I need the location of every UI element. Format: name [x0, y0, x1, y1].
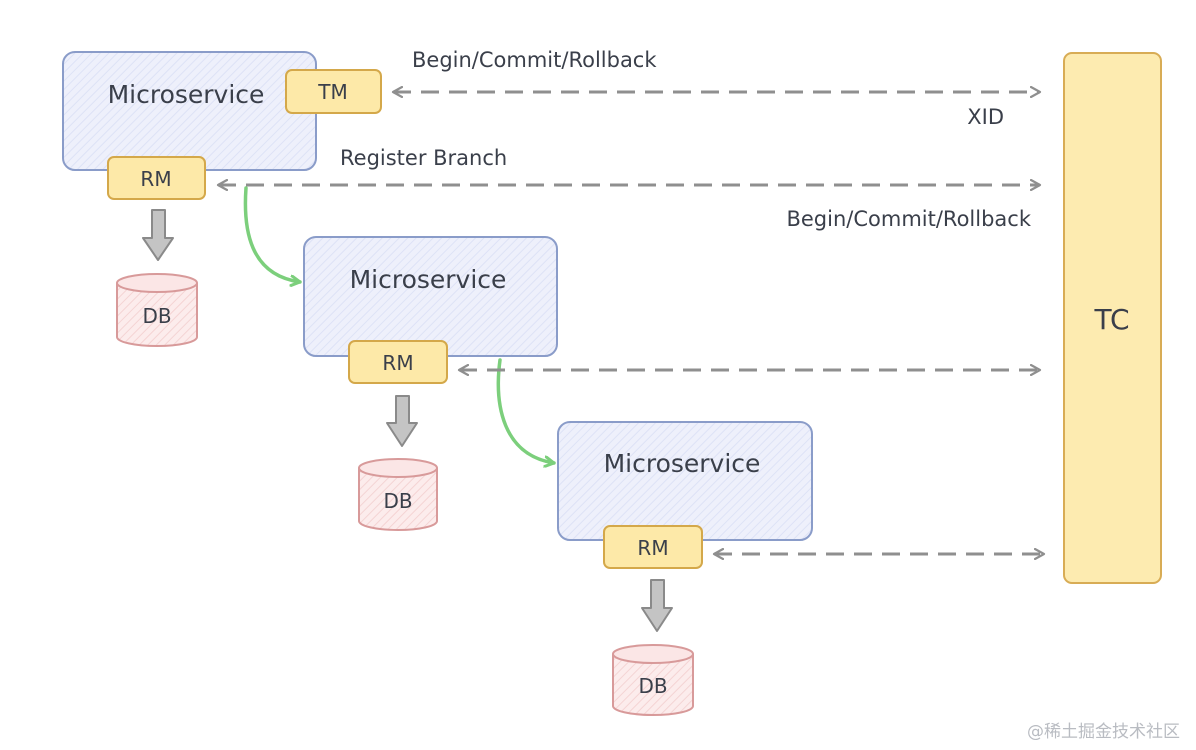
call-arrow-2: [496, 358, 556, 463]
rm-box-3: RM: [603, 525, 703, 569]
db-3-label: DB: [638, 674, 667, 698]
db-1-body: [116, 283, 198, 347]
tc-box-rect: [1063, 52, 1162, 584]
rm-box-2: RM: [348, 340, 448, 384]
microservice-3-label: Microservice: [604, 449, 761, 478]
rm-box-1-rect: [107, 156, 206, 200]
db-arrow-2-shape: [386, 395, 418, 447]
db-1: DB: [116, 273, 198, 347]
call-arrow-1: [243, 186, 302, 282]
microservice-2-label: Microservice: [350, 265, 507, 294]
tm-label: TM: [317, 80, 347, 104]
microservice-3: Microservice: [557, 421, 813, 541]
db-2-label: DB: [383, 489, 412, 513]
db-arrow-3: [641, 579, 673, 632]
db-3: DB: [612, 644, 694, 716]
db-3-top: [612, 644, 694, 664]
microservice-1-box: [62, 51, 317, 171]
db-2-body: [358, 468, 438, 531]
watermark: @稀土掘金技术社区: [1027, 722, 1180, 742]
tm-box: TM: [285, 69, 382, 114]
rm-box-2-rect: [348, 340, 448, 384]
rm-3-label: RM: [637, 536, 668, 560]
rm-box-3-rect: [603, 525, 703, 569]
microservice-1-label: Microservice: [108, 80, 265, 109]
tm-box-rect: [285, 69, 382, 114]
microservice-2-box: [303, 236, 558, 357]
microservice-3-box: [557, 421, 813, 541]
rm-1-label: RM: [140, 167, 171, 191]
db-arrow-2: [386, 395, 418, 447]
db-1-label: DB: [142, 304, 171, 328]
db-arrow-3-shape: [641, 579, 673, 632]
db-1-top: [116, 273, 198, 293]
db-2: DB: [358, 458, 438, 531]
xid-label: XID: [967, 105, 1004, 129]
rm-2-label: RM: [382, 351, 413, 375]
db-arrow-1: [142, 209, 174, 261]
tc-label: TC: [1093, 303, 1129, 336]
rm-box-1: RM: [107, 156, 206, 200]
register-branch-label: Register Branch: [340, 146, 507, 170]
microservice-1: Microservice: [62, 51, 317, 171]
db-2-top: [358, 458, 438, 478]
tm-tc-label: Begin/Commit/Rollback: [412, 48, 657, 72]
rm-tc-label: Begin/Commit/Rollback: [786, 207, 1031, 231]
tc-box: TC: [1063, 52, 1162, 584]
db-3-body: [612, 654, 694, 716]
microservice-2: Microservice: [303, 236, 558, 357]
db-arrow-1-shape: [142, 209, 174, 261]
